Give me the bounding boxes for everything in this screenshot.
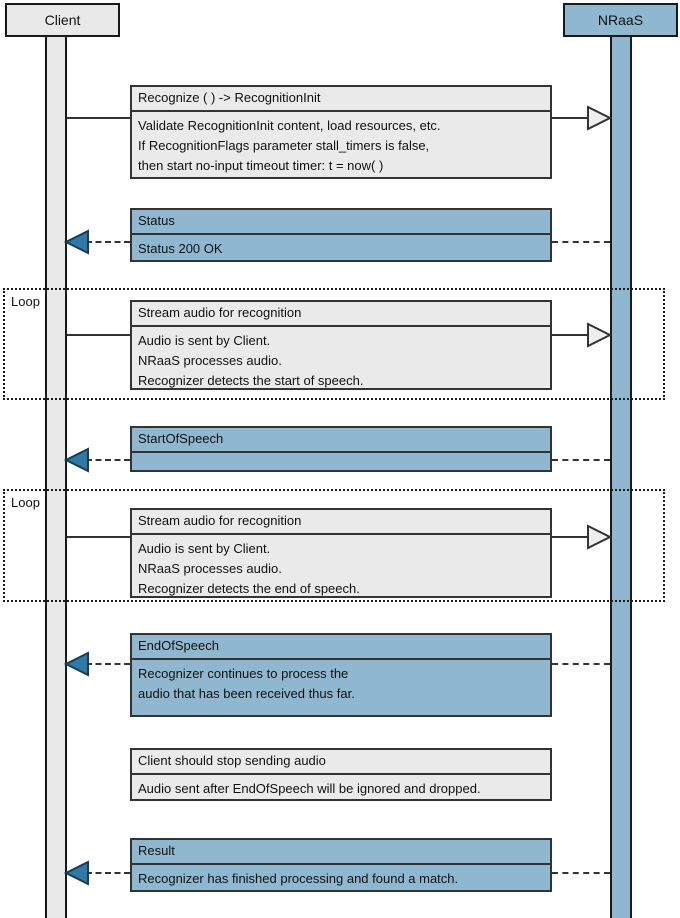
message-body-line: Recognizer has finished processing and f…	[138, 871, 459, 886]
message-body-stream-audio-start: Audio is sent by Client. NRaaS processes…	[132, 327, 550, 395]
connector-status-right	[552, 241, 610, 243]
message-body-client-stop-audio: Audio sent after EndOfSpeech will be ign…	[132, 775, 550, 803]
message-body-line: then start no-input timeout timer: t = n…	[138, 158, 384, 173]
arrowhead-left-result	[63, 860, 90, 886]
message-body-line: Validate RecognitionInit content, load r…	[138, 118, 441, 133]
message-title-client-stop-audio: Client should stop sending audio	[132, 750, 550, 775]
message-body-line: Recognizer detects the start of speech.	[138, 373, 364, 388]
connector-start-of-speech-left	[86, 459, 130, 461]
message-title-status: Status	[132, 210, 550, 235]
loop-frame-1	[3, 288, 665, 400]
message-body-line: audio that has been received thus far.	[138, 686, 355, 701]
message-body-line: Audio is sent by Client.	[138, 541, 271, 556]
message-body-line: Recognizer detects the end of speech.	[138, 581, 360, 596]
lifeline-bar-client	[45, 37, 67, 918]
message-title-recognize: Recognize ( ) -> RecognitionInit	[132, 87, 550, 112]
message-body-line: Audio sent after EndOfSpeech will be ign…	[138, 781, 481, 796]
lifeline-bar-nraas	[610, 37, 632, 918]
message-title-stream-audio-end: Stream audio for recognition	[132, 510, 550, 535]
message-title-end-of-speech: EndOfSpeech	[132, 635, 550, 660]
connector-stream-start-right	[552, 334, 587, 336]
message-body-line: Status 200 OK	[138, 241, 223, 256]
message-title-start-of-speech: StartOfSpeech	[132, 428, 550, 453]
message-box-status[interactable]: Status Status 200 OK	[130, 208, 552, 262]
message-body-result: Recognizer has finished processing and f…	[132, 865, 550, 893]
message-box-stream-audio-end[interactable]: Stream audio for recognition Audio is se…	[130, 508, 552, 598]
message-box-end-of-speech[interactable]: EndOfSpeech Recognizer continues to proc…	[130, 633, 552, 717]
loop-label-2: Loop	[11, 495, 40, 510]
connector-recognize-right	[552, 117, 587, 119]
connector-result-right	[552, 872, 610, 874]
message-title-result: Result	[132, 840, 550, 865]
arrowhead-left-status	[63, 229, 90, 255]
connector-end-of-speech-left	[86, 663, 130, 665]
message-body-stream-audio-end: Audio is sent by Client. NRaaS processes…	[132, 535, 550, 603]
connector-stream-end-right	[552, 536, 587, 538]
arrowhead-left-end-of-speech	[63, 651, 90, 677]
connector-stream-end-left	[67, 536, 130, 538]
message-body-end-of-speech: Recognizer continues to process the audi…	[132, 660, 550, 715]
connector-start-of-speech-right	[552, 459, 610, 461]
loop-frame-2	[3, 489, 665, 602]
message-body-line: NRaaS processes audio.	[138, 561, 282, 576]
connector-result-left	[86, 872, 130, 874]
message-body-line: If RecognitionFlags parameter stall_time…	[138, 138, 430, 153]
message-body-start-of-speech	[132, 453, 550, 470]
loop-label-1: Loop	[11, 294, 40, 309]
connector-end-of-speech-right	[552, 663, 610, 665]
connector-status-left	[86, 241, 130, 243]
connector-recognize-left	[67, 117, 130, 119]
message-box-start-of-speech[interactable]: StartOfSpeech	[130, 426, 552, 472]
message-body-line: Audio is sent by Client.	[138, 333, 271, 348]
arrowhead-left-start-of-speech	[63, 447, 90, 473]
message-box-recognize[interactable]: Recognize ( ) -> RecognitionInit Validat…	[130, 85, 552, 179]
message-title-stream-audio-start: Stream audio for recognition	[132, 302, 550, 327]
actor-head-client[interactable]: Client	[5, 3, 120, 37]
message-body-status: Status 200 OK	[132, 235, 550, 263]
arrowhead-right-stream-end	[586, 524, 613, 550]
message-box-stream-audio-start[interactable]: Stream audio for recognition Audio is se…	[130, 300, 552, 390]
arrowhead-right-recognize	[586, 105, 613, 131]
arrowhead-right-stream-start	[586, 322, 613, 348]
actor-label-nraas: NRaaS	[597, 12, 644, 28]
message-body-line: NRaaS processes audio.	[138, 353, 282, 368]
message-box-result[interactable]: Result Recognizer has finished processin…	[130, 838, 552, 892]
message-body-recognize: Validate RecognitionInit content, load r…	[132, 112, 550, 180]
connector-stream-start-left	[67, 334, 130, 336]
actor-label-client: Client	[44, 12, 81, 28]
actor-head-nraas[interactable]: NRaaS	[563, 3, 678, 37]
message-box-client-stop-audio[interactable]: Client should stop sending audio Audio s…	[130, 748, 552, 801]
message-body-line: Recognizer continues to process the	[138, 666, 349, 681]
